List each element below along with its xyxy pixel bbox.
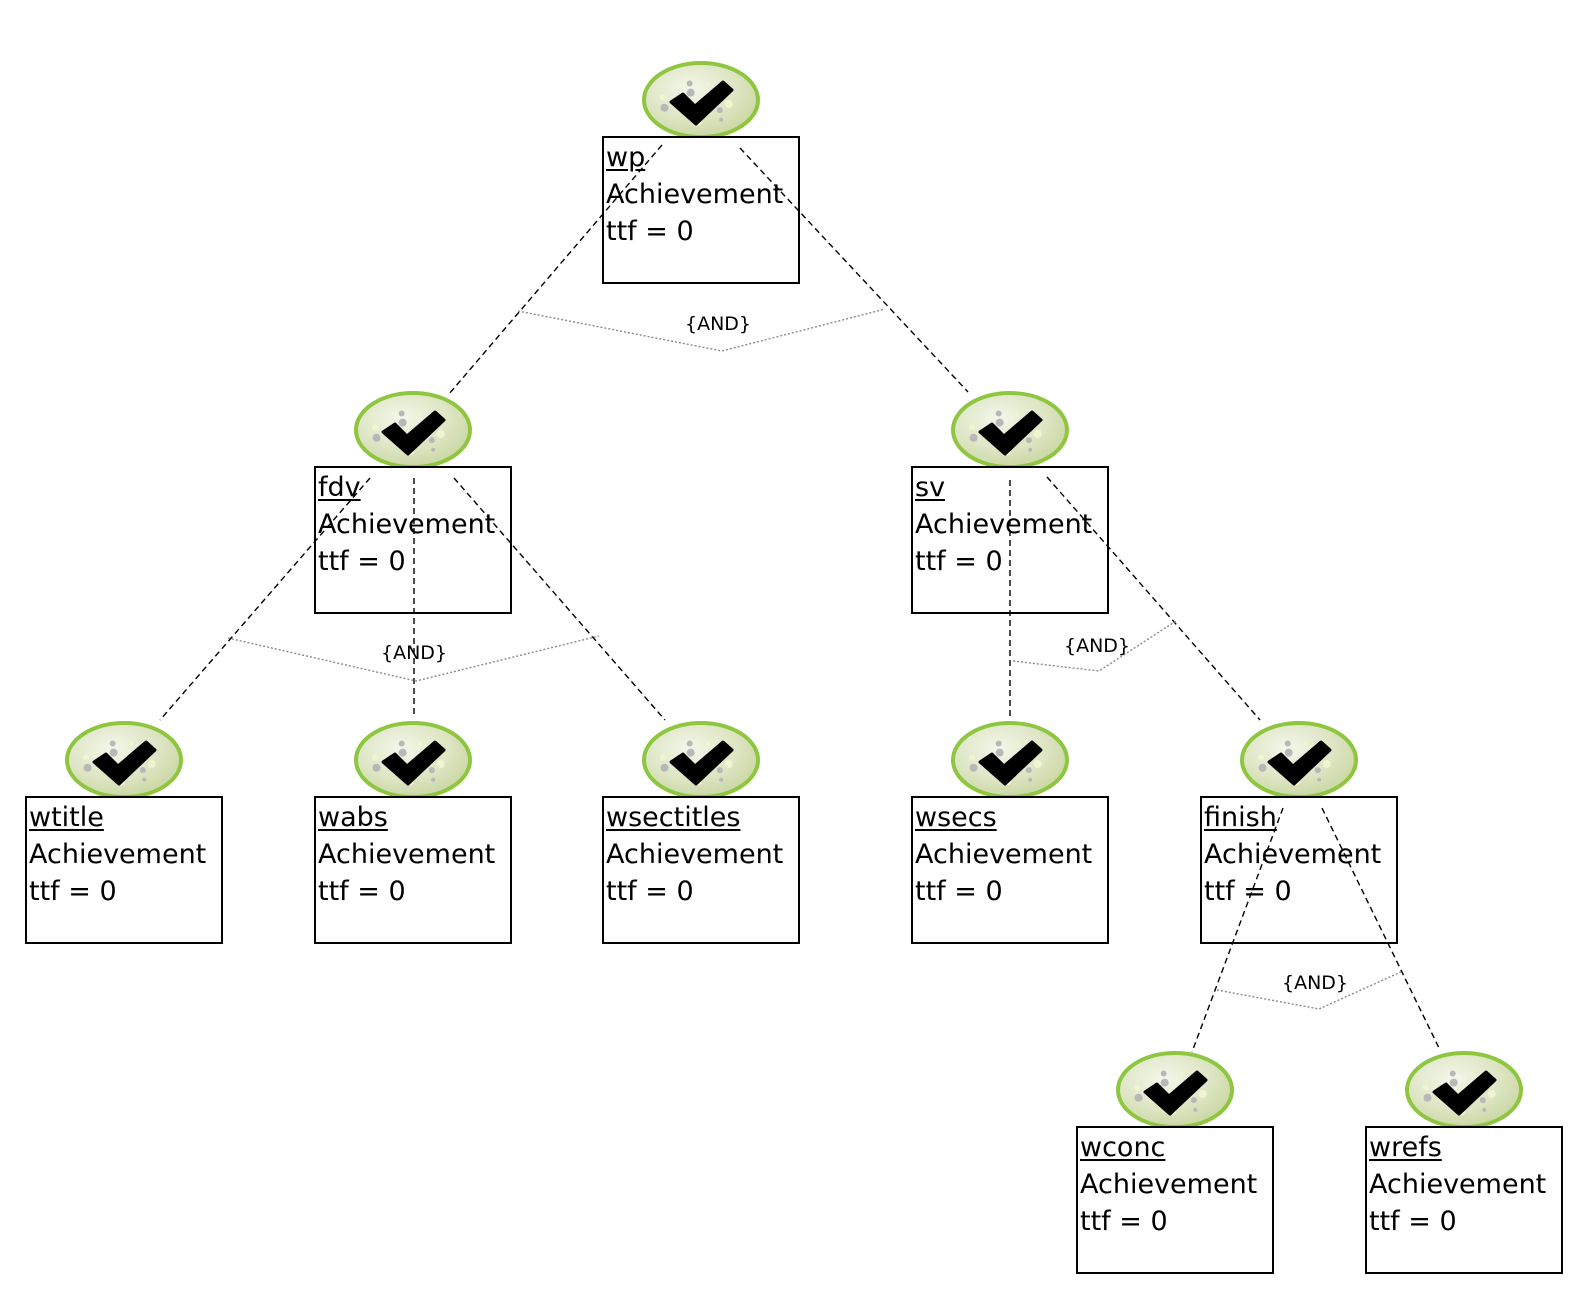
goal-name: wp	[606, 142, 646, 173]
goal-ttf: ttf = 0	[915, 876, 1003, 907]
goal-ttf: ttf = 0	[606, 876, 694, 907]
goal-name: sv	[915, 472, 946, 503]
goal-name: finish	[1204, 802, 1277, 833]
check-icon	[65, 721, 183, 799]
check-icon	[354, 391, 472, 469]
check-icon	[1240, 721, 1358, 799]
goal-type: Achievement	[318, 839, 496, 870]
goal-ttf: ttf = 0	[915, 546, 1003, 577]
goal-type: Achievement	[1204, 839, 1382, 870]
goal-type: Achievement	[915, 839, 1093, 870]
goal-name: fdv	[318, 472, 361, 503]
goal-ttf: ttf = 0	[318, 546, 406, 577]
check-icon	[1405, 1051, 1523, 1129]
goal-name: wsecs	[915, 802, 997, 833]
check-icon	[642, 61, 760, 139]
goal-name: wrefs	[1369, 1132, 1442, 1163]
goal-type: Achievement	[318, 509, 496, 540]
goal-ttf: ttf = 0	[1080, 1206, 1168, 1237]
goal-name: wconc	[1080, 1132, 1166, 1163]
goal-name: wsectitles	[606, 802, 741, 833]
check-icon	[1116, 1051, 1234, 1129]
goal-ttf: ttf = 0	[29, 876, 117, 907]
goal-type: Achievement	[915, 509, 1093, 540]
goal-type: Achievement	[29, 839, 207, 870]
check-icon	[354, 721, 472, 799]
check-icon	[951, 391, 1069, 469]
goal-type: Achievement	[1080, 1169, 1258, 1200]
goal-name: wtitle	[29, 802, 104, 833]
goal-name: wabs	[318, 802, 388, 833]
goal-type: Achievement	[606, 179, 784, 210]
goal-ttf: ttf = 0	[1204, 876, 1292, 907]
goal-ttf: ttf = 0	[606, 216, 694, 247]
goal-type: Achievement	[1369, 1169, 1547, 1200]
goal-ttf: ttf = 0	[1369, 1206, 1457, 1237]
goal-ttf: ttf = 0	[318, 876, 406, 907]
status-badges-layer	[65, 61, 1523, 1129]
check-icon	[951, 721, 1069, 799]
check-icon	[642, 721, 760, 799]
goal-type: Achievement	[606, 839, 784, 870]
